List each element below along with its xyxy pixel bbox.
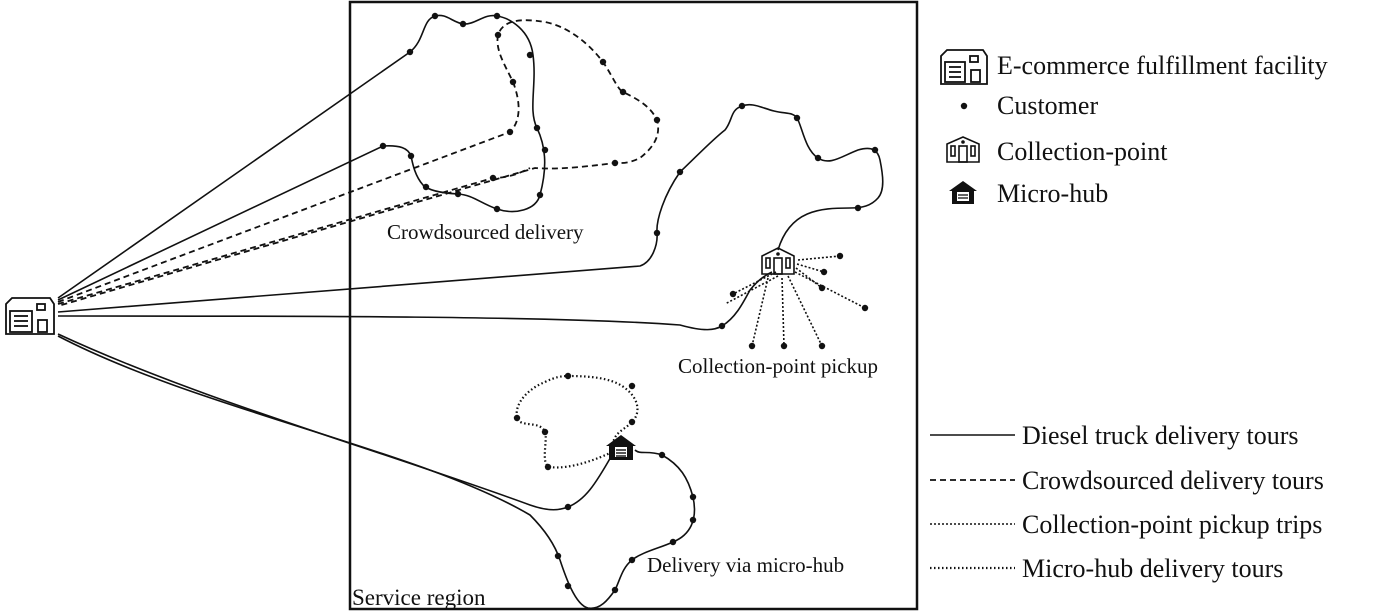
diesel-route-microhub-a: [57, 333, 613, 511]
line-legend: Diesel truck delivery tours Crowdsourced…: [930, 421, 1324, 583]
service-region-label: Service region: [352, 585, 486, 610]
legend-micro-hub-label: Micro-hub: [997, 179, 1108, 208]
diesel-truck-routes: [57, 14, 884, 610]
diesel-route-collection-lower: [57, 271, 773, 331]
legend-crowdsourced-label: Crowdsourced delivery tours: [1022, 466, 1324, 495]
legend-customer-dot: [960, 102, 968, 110]
crowdsourced-routes: [57, 19, 660, 307]
shop-icon: [761, 247, 795, 275]
collection-point-pickup-trips: [724, 255, 866, 347]
legend-warehouse-icon: [940, 49, 988, 85]
legend-micro-hub-tour-label: Micro-hub delivery tours: [1022, 554, 1283, 583]
crowdsourced-route-a: [57, 19, 660, 307]
collection-point-pickup-label: Collection-point pickup: [678, 354, 878, 378]
legend-garage-icon: [949, 181, 977, 204]
legend-customer-label: Customer: [997, 91, 1098, 120]
symbol-legend: E-commerce fulfillment facility Customer…: [940, 49, 1328, 208]
customer-points: [379, 12, 879, 594]
legend-collection-point-label: Collection-point: [997, 137, 1168, 166]
service-region-boundary: [348, 0, 919, 611]
legend-shop-icon: [946, 136, 980, 163]
crowdsourced-delivery-label: Crowdsourced delivery: [387, 220, 584, 244]
garage-icon: [606, 435, 636, 460]
legend-diesel-label: Diesel truck delivery tours: [1022, 421, 1299, 450]
diesel-route-microhub-b: [57, 335, 696, 610]
delivery-via-micro-hub-label: Delivery via micro-hub: [647, 553, 844, 577]
legend-pickup-label: Collection-point pickup trips: [1022, 510, 1322, 539]
warehouse-icon: [5, 297, 55, 335]
legend-facility-label: E-commerce fulfillment facility: [997, 51, 1328, 80]
diesel-route-crowdsourced-loop: [57, 14, 546, 301]
